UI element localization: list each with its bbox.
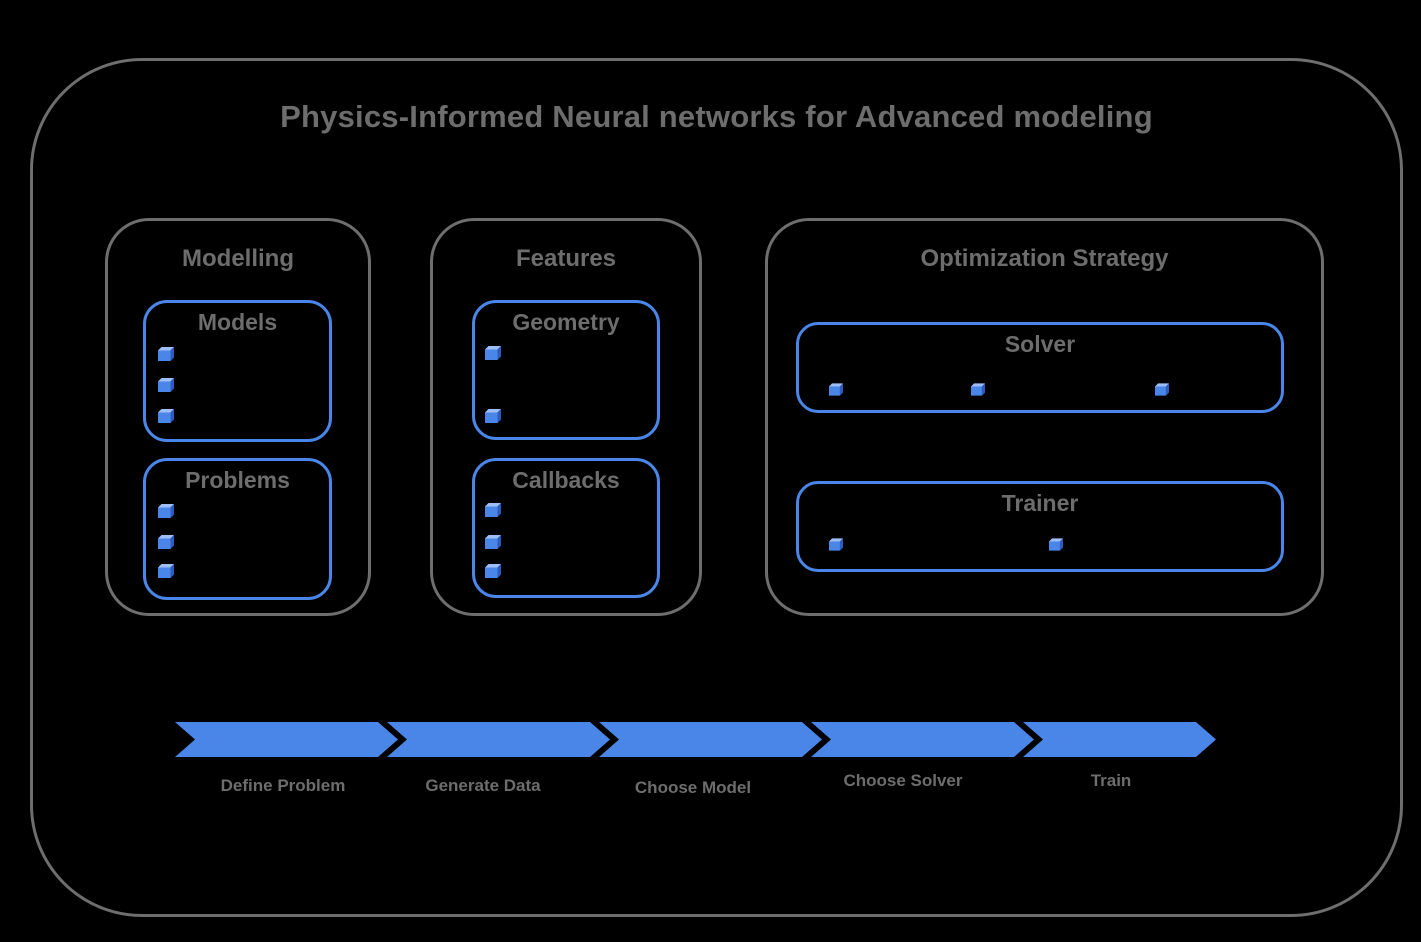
cube-icon <box>485 409 501 423</box>
flow-arrow-choose-model <box>599 722 822 757</box>
cube-icon <box>485 535 501 549</box>
group-solver: Solver <box>796 322 1284 413</box>
section-modelling-title: Modelling <box>182 245 294 272</box>
group-problems: Problems <box>143 458 332 600</box>
cube-icon <box>158 378 174 392</box>
section-features: Features <box>430 218 702 616</box>
flow-label-define-problem: Define Problem <box>220 776 346 795</box>
cube-icon <box>158 347 174 361</box>
cube-icon <box>158 409 174 423</box>
flow-arrow-train <box>1023 722 1216 757</box>
group-models: Models <box>143 300 332 442</box>
group-trainer-title: Trainer <box>1001 490 1079 516</box>
main-title: Physics-Informed Neural networks for Adv… <box>280 99 1153 134</box>
group-solver-title: Solver <box>1004 331 1076 357</box>
flow-label-generate-data: Generate Data <box>425 776 541 795</box>
section-features-title: Features <box>515 245 617 272</box>
cube-icon <box>829 383 843 396</box>
group-geometry: Geometry <box>472 300 660 440</box>
cube-icon <box>829 538 843 551</box>
cube-icon <box>158 504 174 518</box>
section-optimization-title: Optimization Strategy <box>920 245 1169 272</box>
cube-icon <box>158 564 174 578</box>
cube-icon <box>971 383 985 396</box>
group-callbacks: Callbacks <box>472 458 660 598</box>
flow-arrow-choose-solver <box>811 722 1034 757</box>
group-callbacks-title: Callbacks <box>512 467 620 493</box>
section-modelling: Modelling <box>105 218 371 616</box>
flow-arrow-generate-data <box>387 722 610 757</box>
flow-label-choose-model: Choose Model <box>634 778 752 797</box>
cube-icon <box>485 564 501 578</box>
cube-icon <box>158 535 174 549</box>
cube-icon <box>1155 383 1169 396</box>
cube-icon <box>485 346 501 360</box>
section-optimization-strategy: Optimization Strategy <box>765 218 1324 616</box>
flow-label-train: Train <box>1090 771 1132 790</box>
cube-icon <box>1049 538 1063 551</box>
group-problems-title: Problems <box>185 467 290 493</box>
group-geometry-title: Geometry <box>512 309 620 335</box>
group-models-title: Models <box>197 309 278 335</box>
flow-label-choose-solver: Choose Solver <box>843 771 963 790</box>
flow-arrow-define-problem <box>175 722 398 757</box>
group-trainer: Trainer <box>796 481 1284 572</box>
cube-icon <box>485 503 501 517</box>
outer-frame <box>30 58 1403 917</box>
